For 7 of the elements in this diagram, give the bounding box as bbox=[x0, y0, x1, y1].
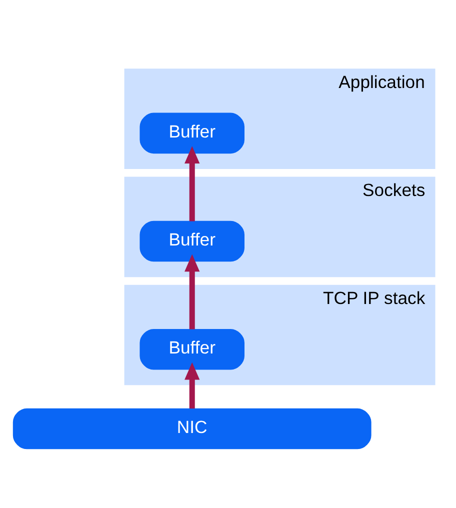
node-box: Buffer bbox=[139, 220, 244, 262]
arrow bbox=[184, 254, 200, 329]
arrow bbox=[184, 362, 200, 408]
node-box: NIC bbox=[12, 408, 371, 449]
arrow bbox=[184, 146, 200, 221]
node-box: Buffer bbox=[139, 328, 244, 370]
node-box: Buffer bbox=[139, 112, 244, 154]
